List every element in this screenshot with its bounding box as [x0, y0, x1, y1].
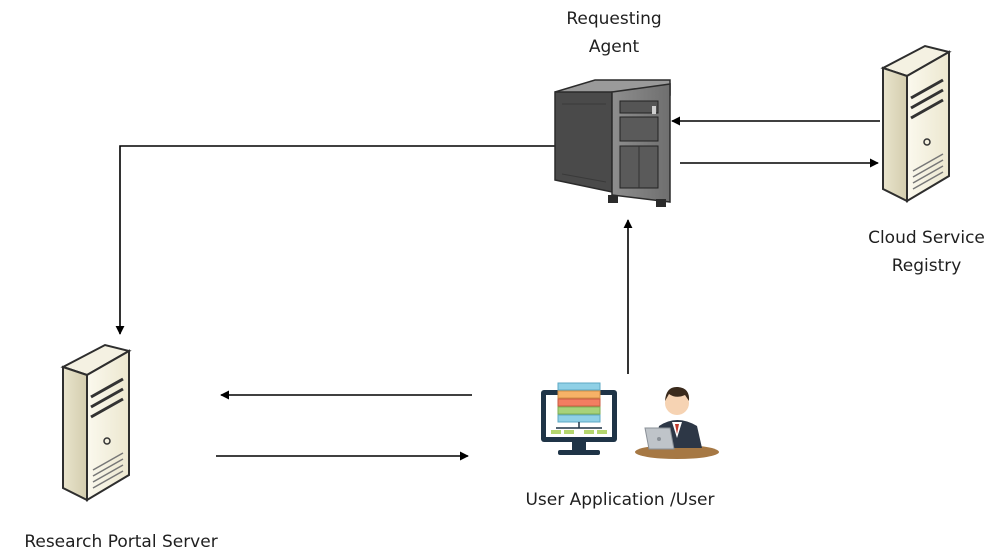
user-application-label: User Application /User — [525, 490, 715, 510]
cloud-registry-label-line2: Registry — [891, 256, 962, 276]
user-with-laptop-icon — [635, 386, 719, 459]
research-portal-label: Research Portal Server — [24, 532, 218, 552]
cloud-registry-label-line1: Cloud Service — [868, 228, 985, 248]
requesting-agent-label-line2: Agent — [588, 37, 640, 57]
requesting-agent-label: Requesting Agent — [548, 5, 680, 61]
edge-agent-to-portal — [115, 145, 555, 335]
cloud-registry-label: Cloud Service Registry — [848, 224, 1005, 280]
tower-server-icon — [880, 44, 952, 203]
rack-server-icon — [554, 79, 671, 207]
web-application-monitor-icon — [541, 382, 617, 455]
edges — [115, 116, 880, 461]
tower-server-icon — [60, 343, 132, 502]
requesting-agent-label-line1: Requesting — [566, 9, 662, 29]
